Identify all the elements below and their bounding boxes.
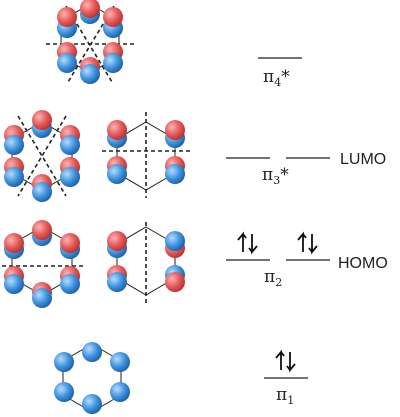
orbital-pi1 — [54, 342, 130, 414]
level-pi3: π3* LUMO — [226, 151, 386, 187]
svg-text:π1: π1 — [276, 385, 294, 407]
electron-pair-right — [297, 231, 318, 255]
orbital-pi2-a — [2, 220, 84, 308]
level-pi4: π4* — [258, 57, 302, 89]
orbital-pi3-b — [102, 112, 190, 198]
electron-pair — [275, 349, 296, 373]
lumo-label: LUMO — [340, 151, 386, 168]
level-pi2: π2 HOMO — [226, 231, 388, 289]
level-pi1: π1 — [264, 349, 308, 407]
homo-label: HOMO — [338, 255, 388, 272]
orbital-pi2-b — [107, 222, 185, 304]
orbital-pi4 — [46, 0, 134, 84]
svg-text:π2: π2 — [264, 267, 282, 289]
electron-pair-left — [237, 231, 258, 255]
orbital-pi3-a — [4, 110, 80, 202]
svg-text:π4*: π4* — [263, 67, 290, 89]
svg-text:π3*: π3* — [262, 165, 289, 187]
